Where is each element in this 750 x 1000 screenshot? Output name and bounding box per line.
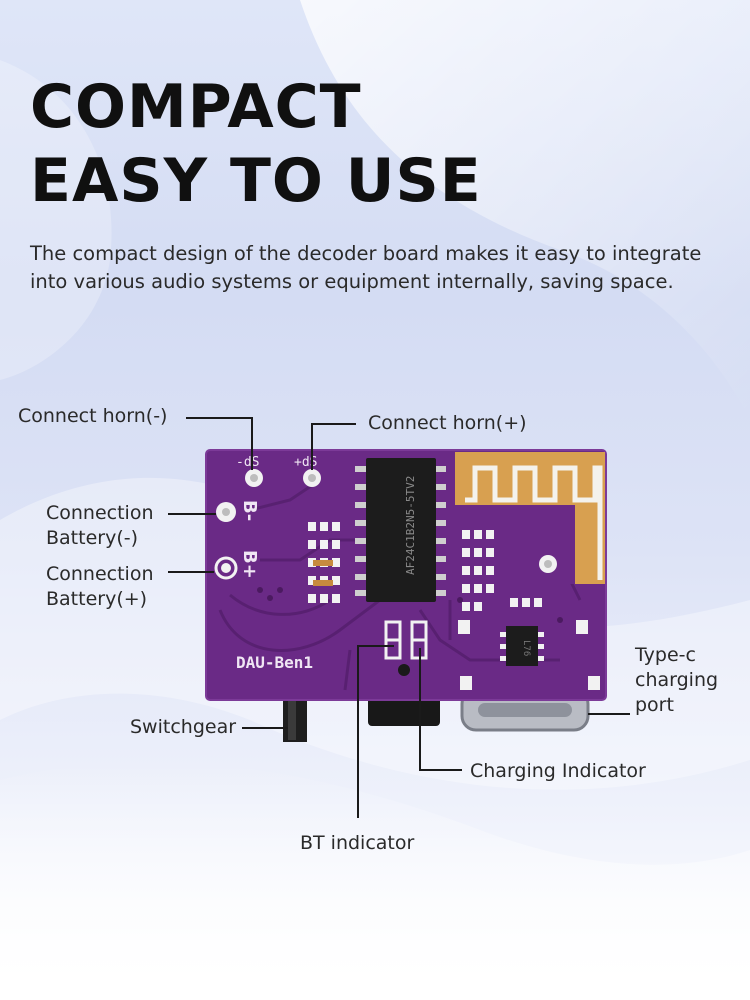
- label-battery-neg: Connection Battery(-): [46, 501, 154, 551]
- label-bt-indicator: BT indicator: [300, 832, 415, 854]
- description-line-1: The compact design of the decoder board …: [30, 242, 702, 265]
- label-typec-line-1: Type-c: [635, 644, 696, 666]
- label-charging-indicator: Charging Indicator: [470, 760, 646, 782]
- description-line-2: into various audio systems or equipment …: [30, 270, 674, 293]
- label-battery-pos: Connection Battery(+): [46, 562, 154, 612]
- label-battery-neg-line-1: Connection: [46, 502, 154, 524]
- headline-line-2: EASY TO USE: [30, 146, 482, 216]
- label-typec-line-2: charging: [635, 669, 719, 691]
- label-switchgear: Switchgear: [130, 716, 237, 738]
- label-typec: Type-c charging port: [635, 643, 718, 718]
- headline: COMPACT EASY TO USE: [30, 70, 482, 218]
- label-horn-neg: Connect horn(-): [18, 405, 168, 427]
- label-battery-pos-line-1: Connection: [46, 563, 154, 585]
- label-battery-neg-line-2: Battery(-): [46, 527, 139, 549]
- headline-line-1: COMPACT: [30, 72, 362, 142]
- label-battery-pos-line-2: Battery(+): [46, 588, 148, 610]
- label-typec-line-3: port: [635, 694, 674, 716]
- description: The compact design of the decoder board …: [30, 240, 730, 296]
- label-horn-pos: Connect horn(+): [368, 412, 527, 434]
